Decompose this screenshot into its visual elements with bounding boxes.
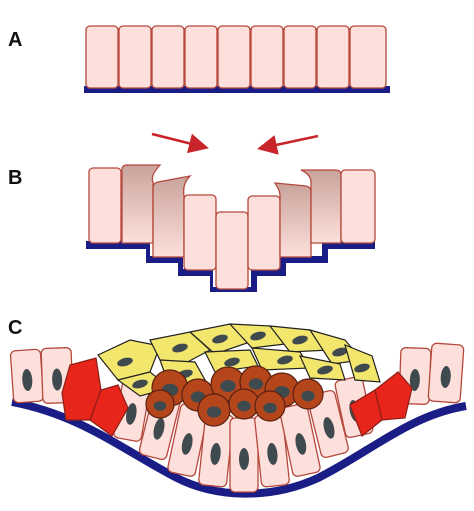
- cell-row: [88, 164, 376, 290]
- panel-label-a: A: [8, 29, 22, 51]
- nucleus: [220, 380, 236, 392]
- cell: [121, 164, 162, 244]
- cell: [349, 25, 387, 89]
- red-cell: [349, 389, 383, 437]
- cell: [215, 211, 249, 290]
- nucleus: [153, 401, 167, 411]
- nucleus: [172, 343, 188, 353]
- nucleus: [332, 347, 348, 357]
- nucleus: [277, 355, 293, 365]
- arrow-left-icon: [257, 134, 319, 155]
- panel-label-b: B: [8, 167, 22, 189]
- nucleus: [263, 402, 277, 414]
- nucleus: [117, 357, 133, 367]
- nucleus: [239, 448, 249, 470]
- cell: [250, 25, 284, 89]
- cell: [247, 195, 281, 271]
- panel-label-c: C: [8, 317, 22, 339]
- nucleus: [206, 406, 222, 418]
- nucleus: [267, 443, 278, 465]
- cell: [283, 25, 317, 89]
- epithelial-cell: [9, 348, 45, 404]
- cell: [273, 182, 312, 258]
- nucleus: [224, 357, 240, 367]
- nucleus: [323, 417, 335, 439]
- basement-membrane: [86, 241, 375, 292]
- nucleus: [440, 366, 451, 388]
- panel-b: B: [8, 132, 376, 292]
- epithelial-cell: [229, 417, 259, 493]
- red-cells: [61, 357, 413, 437]
- arrow-right-icon: [151, 132, 209, 154]
- cell: [340, 169, 376, 244]
- nucleus: [409, 369, 420, 391]
- nucleus: [317, 365, 333, 375]
- nucleus: [237, 400, 251, 412]
- nucleus: [248, 378, 264, 390]
- nucleus: [52, 368, 63, 391]
- cell: [217, 25, 251, 89]
- nucleus: [301, 390, 315, 402]
- panel-c: C: [8, 317, 467, 498]
- cell: [85, 25, 119, 89]
- nucleus: [181, 433, 193, 455]
- epithelial-cell: [427, 342, 465, 404]
- nucleus: [295, 433, 307, 455]
- nucleus: [126, 403, 137, 425]
- nucleus: [153, 418, 165, 440]
- epithelial-cell: [254, 412, 290, 488]
- nucleus: [250, 331, 266, 341]
- nucleus: [292, 335, 308, 345]
- cell: [151, 25, 185, 89]
- cell: [184, 25, 218, 89]
- basement-membrane: [11, 398, 467, 498]
- epithelial-cell: [279, 403, 321, 477]
- orange-cells: [145, 365, 324, 427]
- nucleus: [210, 443, 221, 465]
- red-cell: [89, 384, 129, 437]
- panel-a: A: [8, 25, 390, 93]
- cell: [183, 194, 217, 271]
- nucleus: [132, 379, 148, 389]
- nucleus: [22, 369, 33, 391]
- cell: [88, 167, 122, 244]
- yellow-cell: [344, 343, 381, 383]
- cell: [316, 25, 350, 89]
- nucleus: [354, 363, 370, 373]
- cell: [152, 174, 192, 258]
- basement-membrane: [84, 86, 390, 93]
- cell-row: [85, 25, 387, 89]
- nucleus: [212, 334, 228, 344]
- cell: [118, 25, 152, 89]
